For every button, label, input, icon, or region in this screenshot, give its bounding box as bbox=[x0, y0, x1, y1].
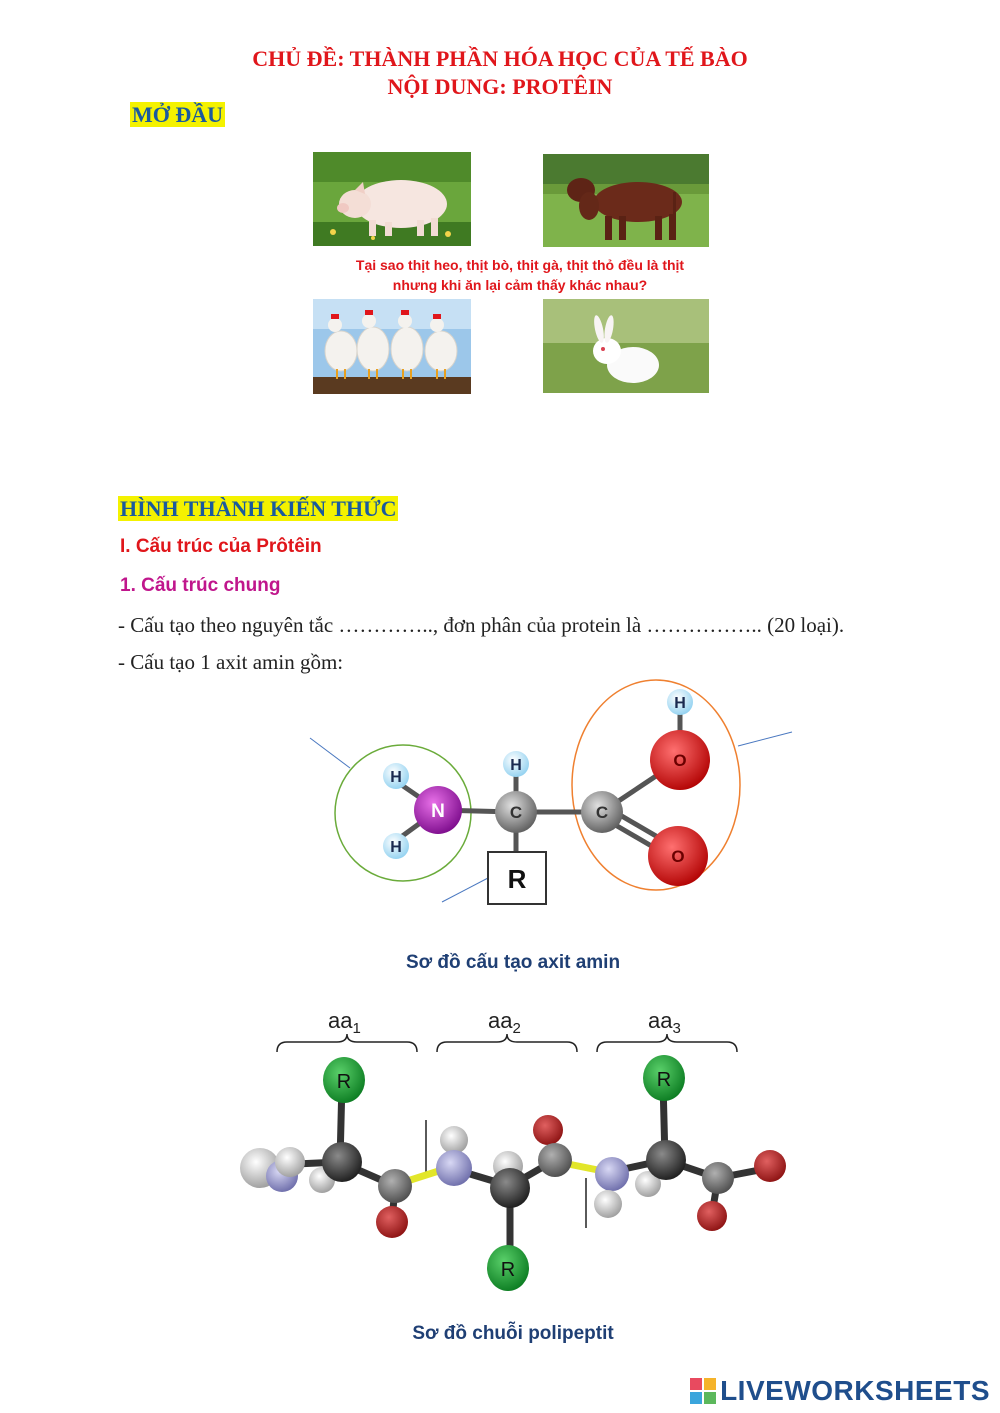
r-group-label: R bbox=[337, 1071, 351, 1093]
oxygen-label: O bbox=[671, 847, 684, 866]
page-title: CHỦ ĐỀ: THÀNH PHẦN HÓA HỌC CỦA TẾ BÀO bbox=[252, 46, 748, 71]
knowledge-heading-wrap: HÌNH THÀNH KIẾN THỨC bbox=[118, 496, 399, 522]
aa3-brace bbox=[596, 1033, 738, 1053]
hydrogen-label: H bbox=[674, 695, 686, 712]
intro-heading-wrap: MỞ ĐẦU bbox=[130, 102, 226, 128]
amino-acid-diagram: H H N H C C O H O R bbox=[309, 679, 793, 905]
alpha-carbon-atom bbox=[495, 791, 537, 833]
intro-heading: MỞ ĐẦU bbox=[130, 102, 226, 127]
radical-box bbox=[487, 851, 547, 905]
carboxyl-pointer-line bbox=[737, 731, 793, 747]
chickens-photo bbox=[313, 299, 471, 394]
r-group-3 bbox=[643, 1055, 685, 1101]
liveworksheets-logo: LIVEWORKSHEETS bbox=[690, 1375, 990, 1407]
r-group-label: R bbox=[657, 1069, 671, 1091]
oxygen-label: O bbox=[673, 751, 686, 770]
intro-question: Tại sao thịt heo, thịt bò, thịt gà, thịt… bbox=[300, 255, 740, 295]
amino-acid-line: - Cấu tạo 1 axit amin gồm: bbox=[118, 650, 344, 674]
r-group-label: R bbox=[501, 1259, 515, 1281]
hydrogen-label: H bbox=[390, 839, 402, 856]
intro-question-line1: Tại sao thịt heo, thịt bò, thịt gà, thịt… bbox=[355, 257, 685, 273]
section-structure: I. Cấu trúc của Prôtêin bbox=[120, 536, 322, 557]
intro-question-line2: nhưng khi ăn lại cảm thấy khác nhau? bbox=[392, 277, 648, 293]
carboxyl-group-ellipse bbox=[571, 679, 741, 891]
fill-in-line-principle: - Cấu tạo theo nguyên tắc ………….., đơn ph… bbox=[118, 613, 845, 637]
hydrogen-atom bbox=[383, 833, 409, 859]
subsection-general: 1. Cấu trúc chung bbox=[120, 575, 281, 596]
aa1-label: aa1 bbox=[328, 1008, 361, 1037]
hydrogen-atom bbox=[383, 763, 409, 789]
hydroxyl-oxygen-atom bbox=[650, 730, 710, 790]
aa1-brace bbox=[276, 1033, 418, 1053]
radical-label: R bbox=[508, 864, 527, 894]
carboxyl-carbon-atom bbox=[581, 791, 623, 833]
hydrogen-label: H bbox=[390, 769, 402, 786]
hydrogen-label: H bbox=[510, 757, 522, 774]
polypeptide-caption: Sơ đồ chuỗi polipeptit bbox=[412, 1323, 614, 1344]
pig-photo bbox=[313, 152, 471, 246]
aa2-label: aa2 bbox=[488, 1008, 521, 1037]
carbon-label: C bbox=[510, 803, 522, 822]
aa3-label: aa3 bbox=[648, 1008, 681, 1037]
liveworksheets-logo-icon bbox=[690, 1378, 717, 1404]
carbonyl-oxygen-atom bbox=[648, 826, 708, 886]
hydrogen-atom bbox=[503, 751, 529, 777]
rabbit-photo bbox=[543, 299, 709, 393]
cow-photo bbox=[543, 154, 709, 247]
liveworksheets-logo-text: LIVEWORKSHEETS bbox=[720, 1375, 990, 1406]
aa2-brace bbox=[436, 1033, 578, 1053]
amino-acid-caption: Sơ đồ cấu tạo axit amin bbox=[405, 952, 621, 973]
r-group-2 bbox=[487, 1245, 529, 1291]
knowledge-heading: HÌNH THÀNH KIẾN THỨC bbox=[118, 496, 399, 521]
r-group-1 bbox=[323, 1057, 365, 1103]
hydrogen-atom bbox=[667, 689, 693, 715]
radical-pointer-line bbox=[441, 877, 489, 903]
nitrogen-label: N bbox=[431, 801, 445, 822]
page-subtitle: NỘI DUNG: PROTÊIN bbox=[387, 74, 613, 99]
amine-pointer-line bbox=[309, 737, 351, 769]
polypeptide-diagram: aa1 aa2 aa3 bbox=[240, 1008, 786, 1291]
carbon-label: C bbox=[596, 803, 608, 822]
nitrogen-atom bbox=[414, 786, 462, 834]
